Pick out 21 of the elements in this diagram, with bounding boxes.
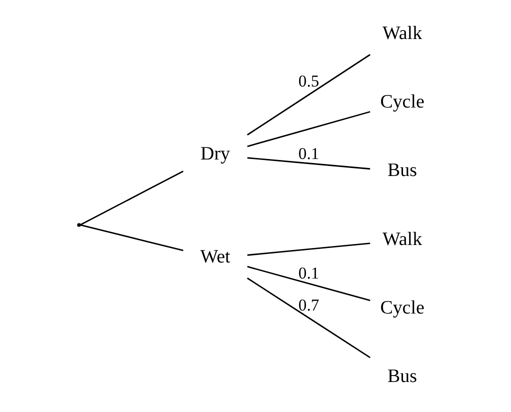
connector bbox=[246, 278, 370, 358]
node-text: Cycle bbox=[380, 92, 424, 113]
connector bbox=[246, 111, 370, 148]
node-text: Walk bbox=[382, 22, 422, 44]
node-text: Walk bbox=[382, 228, 422, 250]
edge-label: 0.7 bbox=[298, 295, 319, 314]
node-text: Wet bbox=[200, 246, 230, 268]
connector bbox=[246, 54, 370, 136]
connector bbox=[79, 170, 184, 226]
node-text: Bus bbox=[387, 160, 417, 182]
edge-label: 0.5 bbox=[298, 72, 319, 91]
connector bbox=[246, 157, 370, 170]
node-point bbox=[76, 223, 80, 227]
connector bbox=[246, 242, 370, 256]
node-text: Dry bbox=[200, 144, 230, 165]
connector bbox=[246, 266, 370, 302]
node-text: Bus bbox=[387, 366, 417, 388]
node-text: Cycle bbox=[380, 297, 424, 318]
connector bbox=[80, 224, 183, 252]
edge-label: 0.1 bbox=[298, 144, 319, 163]
edge-label: 0.1 bbox=[298, 263, 319, 282]
